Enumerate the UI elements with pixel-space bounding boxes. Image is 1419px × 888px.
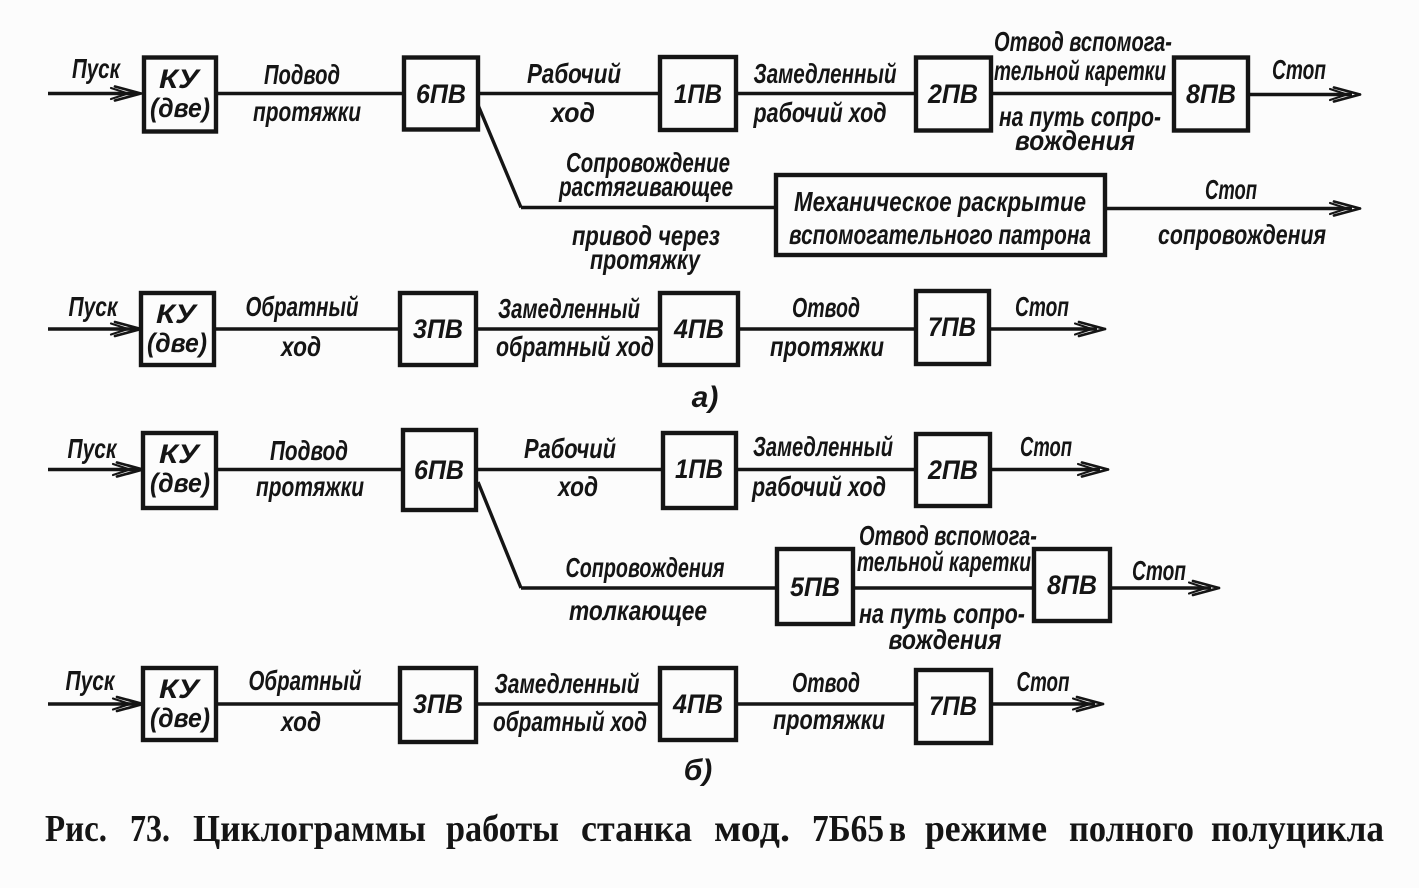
svg-text:Циклограммы: Циклограммы xyxy=(193,808,426,850)
svg-text:Подвод: Подвод xyxy=(264,59,340,90)
svg-text:КУ: КУ xyxy=(159,64,201,94)
svg-text:ход: ход xyxy=(549,97,595,128)
svg-text:Отвод вспомога-: Отвод вспомога- xyxy=(994,26,1172,57)
svg-text:7ПВ: 7ПВ xyxy=(929,691,977,721)
svg-text:в: в xyxy=(889,808,906,850)
svg-text:2ПВ: 2ПВ xyxy=(927,455,978,485)
svg-text:работы: работы xyxy=(446,808,559,850)
svg-text:Отвод: Отвод xyxy=(792,667,860,698)
svg-text:7Б65: 7Б65 xyxy=(812,808,884,850)
svg-text:Замедленный: Замедленный xyxy=(495,668,640,699)
svg-text:8ПВ: 8ПВ xyxy=(1186,79,1236,109)
svg-text:Пуск: Пуск xyxy=(66,665,116,696)
svg-text:вспомогательного патрона: вспомогательного патрона xyxy=(789,219,1091,250)
svg-text:Подвод: Подвод xyxy=(270,435,348,466)
svg-text:а): а) xyxy=(692,381,719,414)
svg-text:КУ: КУ xyxy=(159,674,201,704)
svg-text:полного: полного xyxy=(1069,808,1194,850)
svg-text:тельной каретки: тельной каретки xyxy=(994,55,1166,86)
svg-text:б): б) xyxy=(684,754,713,787)
svg-text:4ПВ: 4ПВ xyxy=(673,314,724,344)
svg-text:ход: ход xyxy=(556,471,598,502)
svg-text:мод.: мод. xyxy=(714,808,790,850)
svg-text:обратный ход: обратный ход xyxy=(496,331,654,362)
svg-text:Стоп: Стоп xyxy=(1015,291,1069,322)
svg-text:Замедленный: Замедленный xyxy=(754,58,897,89)
svg-text:(две): (две) xyxy=(150,468,210,498)
svg-text:Пуск: Пуск xyxy=(68,433,118,464)
svg-text:6ПВ: 6ПВ xyxy=(414,455,464,485)
svg-text:обратный ход: обратный ход xyxy=(493,706,647,737)
svg-text:6ПВ: 6ПВ xyxy=(416,79,466,109)
svg-text:толкающее: толкающее xyxy=(569,595,707,626)
svg-text:(две): (две) xyxy=(150,703,210,733)
svg-text:протяжки: протяжки xyxy=(770,331,884,362)
svg-text:протяжки: протяжки xyxy=(256,471,364,502)
svg-text:Обратный: Обратный xyxy=(249,665,362,696)
svg-text:растягивающее: растягивающее xyxy=(558,171,733,202)
svg-text:2ПВ: 2ПВ xyxy=(927,79,978,109)
svg-text:1ПВ: 1ПВ xyxy=(674,79,722,109)
svg-text:Замедленный: Замедленный xyxy=(498,293,640,324)
svg-text:7ПВ: 7ПВ xyxy=(928,312,976,342)
svg-text:ход: ход xyxy=(279,331,321,362)
svg-text:режиме: режиме xyxy=(925,808,1047,850)
svg-text:8ПВ: 8ПВ xyxy=(1047,570,1097,600)
svg-text:протяжки: протяжки xyxy=(253,96,361,127)
svg-text:Сопровождение: Сопровождение xyxy=(566,147,730,178)
svg-text:73.: 73. xyxy=(130,808,170,850)
svg-text:Замедленный: Замедленный xyxy=(753,431,893,462)
svg-text:сопровождения: сопровождения xyxy=(1158,219,1326,250)
svg-text:протяжки: протяжки xyxy=(773,704,885,735)
svg-text:Отвод вспомога-: Отвод вспомога- xyxy=(859,520,1037,551)
svg-text:Механическое раскрытие: Механическое раскрытие xyxy=(794,186,1086,217)
svg-text:Рис.: Рис. xyxy=(45,808,107,850)
svg-text:станка: станка xyxy=(581,808,692,850)
svg-text:тельной каретки: тельной каретки xyxy=(857,546,1031,577)
svg-text:ход: ход xyxy=(279,706,321,737)
svg-text:рабочий ход: рабочий ход xyxy=(751,471,886,502)
svg-text:Пуск: Пуск xyxy=(69,291,119,322)
svg-text:Стоп: Стоп xyxy=(1017,666,1070,697)
svg-text:(две): (две) xyxy=(147,328,207,358)
svg-text:полуцикла: полуцикла xyxy=(1211,808,1384,850)
svg-text:на путь сопро-: на путь сопро- xyxy=(859,598,1025,629)
svg-text:привод через: привод через xyxy=(572,220,720,251)
svg-text:Стоп: Стоп xyxy=(1272,54,1326,85)
svg-text:5ПВ: 5ПВ xyxy=(790,572,840,602)
svg-text:Обратный: Обратный xyxy=(246,291,359,322)
svg-text:КУ: КУ xyxy=(159,439,201,469)
svg-text:Стоп: Стоп xyxy=(1205,174,1257,205)
svg-text:рабочий ход: рабочий ход xyxy=(753,97,887,128)
svg-text:Стоп: Стоп xyxy=(1132,555,1186,586)
svg-text:вождения: вождения xyxy=(889,624,1002,655)
svg-text:протяжку: протяжку xyxy=(590,244,701,275)
svg-text:1ПВ: 1ПВ xyxy=(675,454,723,484)
svg-text:Стоп: Стоп xyxy=(1020,431,1072,462)
svg-text:Рабочий: Рабочий xyxy=(524,433,616,464)
svg-text:4ПВ: 4ПВ xyxy=(672,689,723,719)
svg-text:вождения: вождения xyxy=(1015,125,1135,156)
svg-text:Сопровождения: Сопровождения xyxy=(566,552,725,583)
svg-text:КУ: КУ xyxy=(156,299,198,329)
svg-text:Рабочий: Рабочий xyxy=(527,58,621,89)
svg-text:Отвод: Отвод xyxy=(792,292,860,323)
svg-text:3ПВ: 3ПВ xyxy=(413,689,463,719)
svg-text:(две): (две) xyxy=(150,93,210,123)
svg-text:Пуск: Пуск xyxy=(72,53,121,84)
svg-text:на путь сопро-: на путь сопро- xyxy=(999,101,1161,132)
svg-text:3ПВ: 3ПВ xyxy=(413,314,463,344)
